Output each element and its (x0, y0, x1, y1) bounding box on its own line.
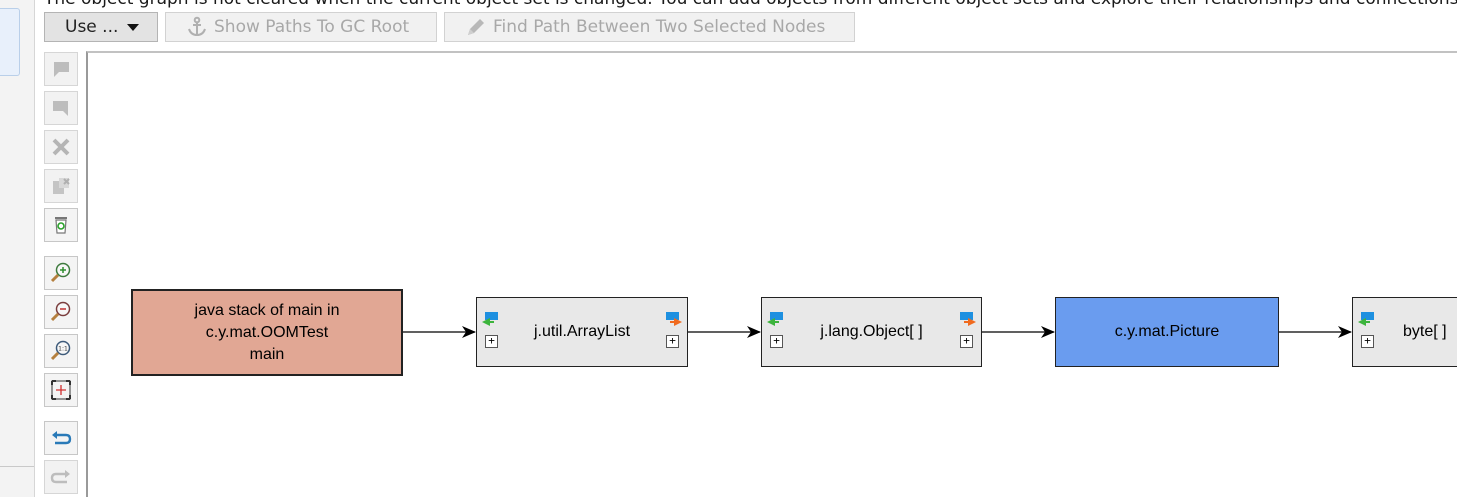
zoom-in-button[interactable] (44, 256, 78, 290)
outgoing-references-icon (960, 312, 976, 326)
undo-button[interactable] (44, 421, 78, 455)
fit-to-view-icon (51, 380, 71, 400)
incoming-references-icon (767, 312, 783, 326)
remove-node-button[interactable] (44, 130, 78, 164)
left-panel (0, 0, 35, 497)
redo-icon (50, 470, 70, 484)
node-label-line: c.y.mat.OOMTest (205, 323, 329, 341)
zoom-in-icon (50, 262, 71, 283)
expand-incoming-icon[interactable]: + (485, 335, 498, 348)
anchor-icon (188, 16, 206, 37)
left-panel-divider (0, 466, 34, 467)
use-dropdown-button[interactable]: Use ... (44, 12, 158, 42)
pencil-icon (468, 19, 484, 35)
dropdown-caret-icon (127, 23, 140, 31)
info-text: The object graph is not cleared when the… (44, 0, 1457, 9)
node-label: byte[ ] (1403, 323, 1447, 340)
expand-outgoing-icon[interactable]: + (666, 335, 679, 348)
zoom-out-icon (50, 301, 71, 322)
graph-node-java-stack[interactable]: java stack of main in c.y.mat.OOMTest ma… (131, 289, 403, 376)
find-path-label: Find Path Between Two Selected Nodes (493, 17, 826, 37)
expand-incoming-button[interactable] (44, 52, 78, 86)
object-graph-canvas[interactable]: java stack of main in c.y.mat.OOMTest ma… (86, 51, 1457, 497)
node-label-line: java stack of main in (194, 301, 340, 319)
expand-outgoing-icon (53, 101, 68, 116)
use-button-label: Use ... (65, 17, 119, 37)
garbage-collect-icon (55, 217, 67, 234)
remove-icon (52, 138, 70, 156)
zoom-1-1-icon: 1:1 (50, 340, 71, 361)
incoming-references-icon (482, 312, 498, 326)
node-label: j.util.ArrayList (533, 323, 631, 340)
node-label: j.lang.Object[ ] (820, 323, 923, 340)
find-path-between-nodes-button[interactable]: Find Path Between Two Selected Nodes (444, 12, 855, 42)
node-label-line: main (249, 345, 285, 363)
expand-incoming-icon[interactable]: + (770, 335, 783, 348)
undo-icon (52, 431, 72, 445)
graph-node-byte-array[interactable]: + byte[ ] (1352, 297, 1457, 367)
outgoing-references-icon (666, 312, 682, 326)
expand-incoming-icon (54, 62, 69, 77)
svg-text:1:1: 1:1 (58, 346, 68, 353)
expand-outgoing-icon[interactable]: + (960, 335, 973, 348)
node-label: c.y.mat.Picture (1114, 323, 1220, 340)
graph-node-arraylist[interactable]: + + j.util.ArrayList (476, 297, 688, 367)
left-panel-selected-item[interactable] (0, 8, 20, 76)
fit-to-view-button[interactable] (44, 373, 78, 407)
zoom-out-button[interactable] (44, 295, 78, 329)
graph-node-picture-selected[interactable]: c.y.mat.Picture (1055, 297, 1279, 367)
incoming-references-icon (1358, 312, 1374, 326)
expand-incoming-icon[interactable]: + (1361, 335, 1374, 348)
graph-node-object-array[interactable]: + + j.lang.Object[ ] (761, 297, 982, 367)
garbage-collect-button[interactable] (44, 208, 78, 242)
graph-edges (403, 326, 1352, 338)
redo-button[interactable] (44, 460, 78, 494)
expand-outgoing-button[interactable] (44, 91, 78, 125)
show-paths-label: Show Paths To GC Root (214, 17, 410, 37)
remove-others-button[interactable] (44, 169, 78, 203)
zoom-actual-size-button[interactable]: 1:1 (44, 334, 78, 368)
remove-others-icon (53, 178, 70, 194)
show-paths-to-gc-root-button[interactable]: Show Paths To GC Root (165, 12, 437, 42)
